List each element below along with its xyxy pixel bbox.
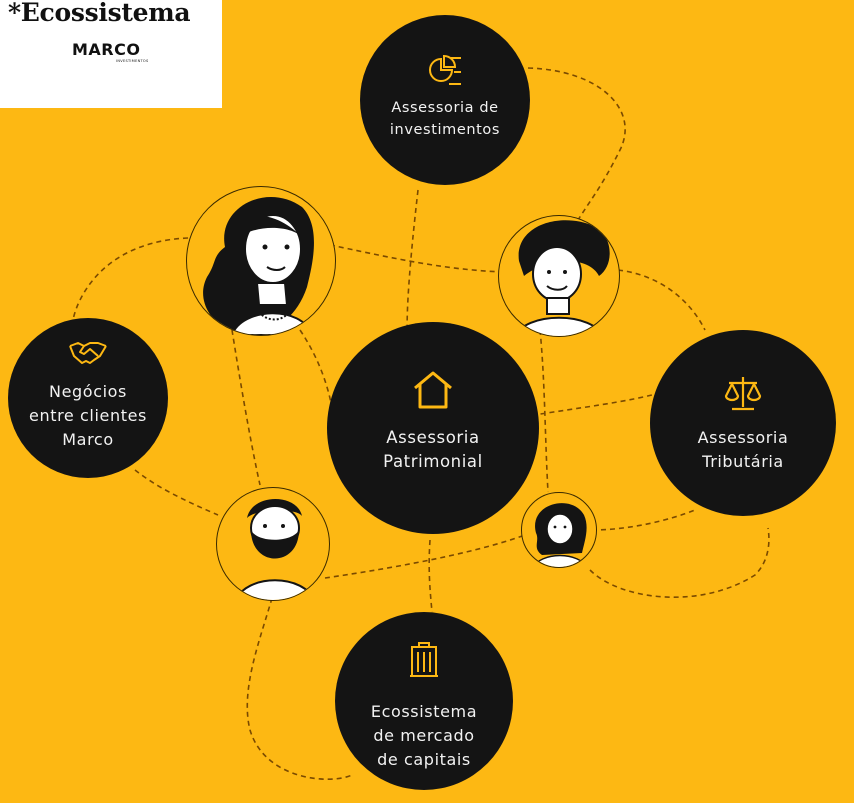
connector-line <box>134 469 219 516</box>
logo-box: *Ecossistema MARCO INVESTIMENTOS <box>0 0 222 108</box>
pie-chart-icon <box>429 54 461 85</box>
connector-line <box>527 67 626 226</box>
connector-line <box>617 269 706 331</box>
brand-logo: MARCO <box>72 40 141 59</box>
connector-line <box>539 329 549 493</box>
scales-icon <box>724 377 762 411</box>
brand-subtitle: INVESTIMENTOS <box>116 59 149 63</box>
building-icon <box>410 642 438 677</box>
node-label: Assessoria Tributária <box>697 428 789 471</box>
handshake-icon <box>69 342 107 364</box>
man-curly-hair-avatar <box>498 215 620 337</box>
connector-line <box>246 597 353 781</box>
connector-line <box>589 527 770 598</box>
woman-long-hair-avatar <box>186 186 336 336</box>
connector-line <box>428 539 433 613</box>
connector-line <box>406 189 419 346</box>
connector-line <box>591 509 696 531</box>
connector-line <box>231 329 261 486</box>
node-ecossistema-mercado: Ecossistema de mercado de capitais <box>335 612 513 790</box>
house-icon <box>414 371 452 409</box>
logo-title: *Ecossistema <box>8 0 191 27</box>
node-assessoria-investimentos: Assessoria de investimentos <box>360 15 530 185</box>
woman-wavy-hair-avatar <box>521 492 597 568</box>
node-label: Negócios entre clientes Marco <box>29 382 147 449</box>
node-label: Assessoria de investimentos <box>389 100 501 138</box>
node-label: Ecossistema de mercado de capitais <box>370 702 478 769</box>
node-assessoria-patrimonial: Assessoria Patrimonial <box>327 322 539 534</box>
bearded-man-avatar <box>216 487 330 601</box>
connector-line <box>329 244 506 273</box>
node-label: Assessoria Patrimonial <box>383 428 483 471</box>
node-negocios-clientes: Negócios entre clientes Marco <box>8 318 168 478</box>
node-assessoria-tributaria: Assessoria Tributária <box>650 330 836 516</box>
connector-line <box>324 534 526 579</box>
connector-line <box>299 329 335 421</box>
